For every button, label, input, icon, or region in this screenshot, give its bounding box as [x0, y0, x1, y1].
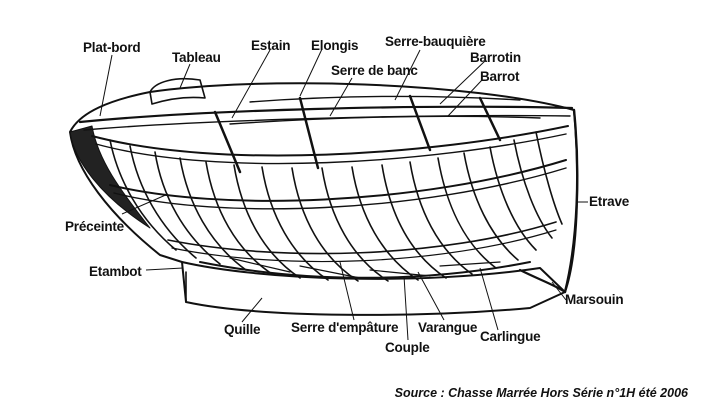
label-carlingue: Carlingue — [480, 329, 541, 344]
leader-elongis — [299, 48, 323, 97]
serre-bauquiere-rail — [91, 125, 569, 157]
serre-empature-strake-2 — [171, 229, 557, 263]
leader-serre-empature — [339, 261, 355, 321]
leader-etambot — [145, 267, 184, 271]
tableau-transom — [149, 77, 206, 105]
serre-de-banc — [229, 115, 541, 125]
thwart-2 — [298, 96, 320, 170]
label-estain: Estain — [251, 38, 291, 53]
leader-preceinte — [121, 193, 169, 215]
carlingue — [199, 261, 531, 279]
label-marsouin: Marsouin — [565, 292, 624, 307]
leader-serre-de-banc — [329, 77, 353, 117]
frames — [109, 131, 563, 282]
plat-bord-rail — [78, 105, 574, 124]
plat-bord-rail-inner — [83, 114, 571, 131]
stern-counter — [69, 125, 151, 229]
leader-quille — [241, 297, 263, 323]
preceinte-strake-2 — [113, 167, 567, 210]
label-elongis: Elongis — [311, 38, 359, 53]
leader-marsouin — [551, 281, 567, 301]
label-barrotin: Barrotin — [470, 50, 521, 65]
leader-barrot — [447, 79, 483, 117]
label-tableau: Tableau — [172, 50, 221, 65]
label-serre-empature: Serre d'empâture — [291, 320, 399, 335]
thwart-1 — [213, 110, 242, 174]
label-serre-de-banc: Serre de banc — [331, 63, 418, 78]
label-preceinte: Préceinte — [65, 219, 124, 234]
label-plat-bord: Plat-bord — [83, 40, 141, 55]
leader-carlingue — [479, 267, 499, 331]
label-quille: Quille — [224, 322, 261, 337]
source-caption: Source : Chasse Marrée Hors Série n°1H é… — [394, 386, 688, 400]
leader-barrotin — [439, 59, 487, 105]
label-etrave: Etrave — [589, 194, 630, 209]
elongis — [249, 95, 521, 103]
serre-bauquiere-rail-2 — [95, 133, 567, 165]
leader-varangue — [417, 271, 445, 321]
thwart-3 — [408, 94, 432, 152]
preceinte-strake — [109, 159, 567, 202]
etrave-stem — [563, 108, 579, 294]
label-barrot: Barrot — [480, 69, 520, 84]
thwart-4 — [478, 96, 502, 142]
leader-lines — [99, 48, 588, 341]
leader-estain — [231, 49, 271, 119]
leader-serre-bauquiere — [394, 49, 421, 101]
label-couple: Couple — [385, 340, 430, 355]
serre-empature-strake — [167, 221, 557, 255]
marsouin — [518, 268, 567, 294]
label-serre-bauquiere: Serre-bauquière — [385, 34, 486, 49]
label-varangue: Varangue — [418, 320, 478, 335]
leader-tableau — [179, 63, 191, 89]
leader-plat-bord — [99, 54, 113, 117]
leader-couple — [403, 275, 409, 341]
label-etambot: Etambot — [89, 264, 142, 279]
